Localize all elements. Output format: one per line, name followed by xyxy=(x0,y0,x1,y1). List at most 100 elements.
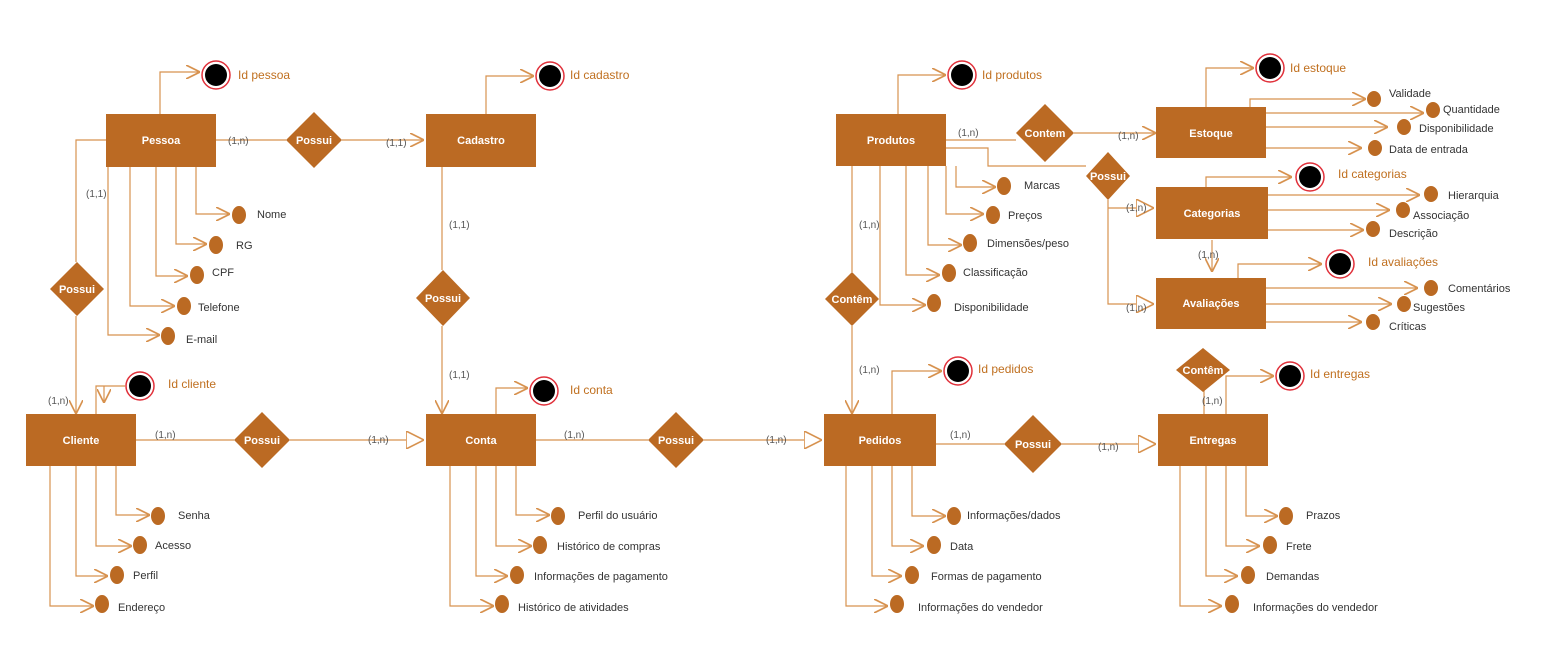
attribute-avaliacoes-comentarios[interactable]: Comentários xyxy=(1424,280,1511,296)
cardinality-label: (1,1) xyxy=(86,189,107,200)
attribute-categorias-hierarquia[interactable]: Hierarquia xyxy=(1424,186,1500,202)
attribute-pedidos-informacoes[interactable]: Informações/dados xyxy=(947,507,1061,525)
attribute-label: Nome xyxy=(257,209,286,221)
relationship-conta-pedidos-label: Possui xyxy=(658,435,694,447)
attribute-oval xyxy=(151,507,165,525)
relationship-produtos-estoque-label: Contem xyxy=(1025,128,1066,140)
entity-estoque[interactable]: Estoque xyxy=(1156,107,1266,158)
attribute-entregas-prazos[interactable]: Prazos xyxy=(1279,507,1341,525)
attribute-entregas-frete[interactable]: Frete xyxy=(1263,536,1312,554)
attribute-label: Hierarquia xyxy=(1448,190,1500,202)
relationship-produtos-side[interactable]: Possui xyxy=(1086,152,1130,200)
attribute-oval xyxy=(963,234,977,252)
attribute-label: Associação xyxy=(1413,210,1469,222)
entity-categorias-label: Categorias xyxy=(1184,208,1241,220)
attribute-cliente-endereco[interactable]: Endereço xyxy=(95,595,165,614)
attribute-oval xyxy=(232,206,246,224)
cardinality-label: (1,n) xyxy=(155,430,176,441)
attribute-label: Descrição xyxy=(1389,228,1438,240)
entity-pessoa[interactable]: Pessoa xyxy=(106,114,216,167)
entity-conta[interactable]: Conta xyxy=(426,414,536,466)
attribute-categorias-associacao[interactable]: Associação xyxy=(1396,202,1469,222)
attribute-produtos-precos[interactable]: Preços xyxy=(986,206,1043,224)
cardinality-label: (1,1) xyxy=(449,220,470,231)
relationship-cadastro-conta[interactable]: Possui xyxy=(416,270,470,326)
attribute-label: Sugestões xyxy=(1413,302,1465,314)
relationship-pedidos-entregas[interactable]: Possui xyxy=(1004,415,1062,473)
entity-pedidos[interactable]: Pedidos xyxy=(824,414,936,466)
attribute-produtos-disponibilidade[interactable]: Disponibilidade xyxy=(927,294,1029,314)
attribute-estoque-quantidade[interactable]: Quantidade xyxy=(1426,102,1500,118)
cardinality-label: (1,n) xyxy=(228,136,249,147)
attribute-estoque-validade[interactable]: Validade xyxy=(1367,88,1431,107)
entity-cadastro[interactable]: Cadastro xyxy=(426,114,536,167)
cardinality-label: (1,n) xyxy=(48,396,69,407)
attribute-categorias-descricao[interactable]: Descrição xyxy=(1366,221,1438,240)
attribute-conta-perfil-usuario[interactable]: Perfil do usuário xyxy=(551,507,658,525)
attribute-oval xyxy=(890,595,904,613)
attribute-label: Preços xyxy=(1008,210,1043,222)
attribute-label: Comentários xyxy=(1448,283,1511,295)
attribute-label: E-mail xyxy=(186,334,217,346)
key-entregas-label: Id entregas xyxy=(1310,367,1370,381)
entity-avaliacoes-label: Avaliações xyxy=(1182,298,1239,310)
attribute-oval xyxy=(533,536,547,554)
relationship-cliente-conta[interactable]: Possui xyxy=(234,412,290,468)
attribute-pessoa-telefone[interactable]: Telefone xyxy=(177,297,240,315)
entity-entregas[interactable]: Entregas xyxy=(1158,414,1268,466)
attribute-label: Validade xyxy=(1389,88,1431,100)
attribute-cliente-perfil[interactable]: Perfil xyxy=(110,566,158,584)
attribute-entregas-demandas[interactable]: Demandas xyxy=(1241,566,1320,584)
relationship-produtos-side-label: Possui xyxy=(1090,171,1126,183)
relationship-pessoa-cliente-label: Possui xyxy=(59,284,95,296)
attribute-pedidos-info-vendedor[interactable]: Informações do vendedor xyxy=(890,595,1043,614)
attribute-oval xyxy=(161,327,175,345)
entity-cliente-label: Cliente xyxy=(63,435,100,447)
relationship-pessoa-cadastro[interactable]: Possui xyxy=(286,112,342,168)
attribute-oval xyxy=(190,266,204,284)
attribute-avaliacoes-criticas[interactable]: Críticas xyxy=(1366,314,1427,333)
key-entregas: Id entregas xyxy=(1275,361,1370,391)
attribute-pedidos-formas-pagamento[interactable]: Formas de pagamento xyxy=(905,566,1042,584)
attribute-entregas-info-vendedor[interactable]: Informações do vendedor xyxy=(1225,595,1378,614)
entity-categorias[interactable]: Categorias xyxy=(1156,187,1268,239)
attribute-pessoa-nome[interactable]: Nome xyxy=(232,206,286,224)
attribute-estoque-disponibilidade[interactable]: Disponibilidade xyxy=(1397,119,1494,135)
attribute-pessoa-rg[interactable]: RG xyxy=(209,236,253,254)
cardinality-label: (1,n) xyxy=(1118,131,1139,142)
cardinality-label: (1,n) xyxy=(1098,442,1119,453)
attribute-conta-info-pagamento[interactable]: Informações de pagamento xyxy=(510,566,668,584)
entity-produtos[interactable]: Produtos xyxy=(836,114,946,166)
entity-avaliacoes[interactable]: Avaliações xyxy=(1156,278,1266,329)
attribute-produtos-marcas[interactable]: Marcas xyxy=(997,177,1061,195)
attribute-label: Data xyxy=(950,541,974,553)
attribute-label: Críticas xyxy=(1389,321,1427,333)
attribute-cliente-senha[interactable]: Senha xyxy=(151,507,211,525)
entity-cliente[interactable]: Cliente xyxy=(26,414,136,466)
cardinality-label: (1,n) xyxy=(564,430,585,441)
attribute-avaliacoes-sugestoes[interactable]: Sugestões xyxy=(1397,296,1465,314)
relationship-entregas-top[interactable]: Contêm xyxy=(1176,348,1230,392)
relationship-produtos-pedidos[interactable]: Contêm xyxy=(825,272,879,326)
attribute-conta-historico-compras[interactable]: Histórico de compras xyxy=(533,536,661,554)
attribute-produtos-dimensoes[interactable]: Dimensões/peso xyxy=(963,234,1069,252)
attribute-pessoa-cpf[interactable]: CPF xyxy=(190,266,234,284)
attribute-produtos-classificacao[interactable]: Classificação xyxy=(942,264,1028,282)
cardinality-label: (1,n) xyxy=(859,220,880,231)
attribute-pessoa-email[interactable]: E-mail xyxy=(161,327,217,346)
attribute-cliente-acesso[interactable]: Acesso xyxy=(133,536,191,554)
attribute-estoque-data-entrada[interactable]: Data de entrada xyxy=(1368,140,1469,156)
relationship-entregas-top-label: Contêm xyxy=(1183,365,1224,377)
cardinality-label: (1,n) xyxy=(368,435,389,446)
attribute-conta-historico-atividades[interactable]: Histórico de atividades xyxy=(495,595,629,614)
relationships: Possui Possui Possui Possui Possui Conte… xyxy=(50,104,1230,473)
attribute-oval xyxy=(1396,202,1410,218)
relationship-pessoa-cliente[interactable]: Possui xyxy=(50,262,104,316)
cardinality-label: (1,n) xyxy=(958,128,979,139)
attribute-oval xyxy=(942,264,956,282)
attribute-pedidos-data[interactable]: Data xyxy=(927,536,974,554)
relationship-conta-pedidos[interactable]: Possui xyxy=(648,412,704,468)
relationship-produtos-estoque[interactable]: Contem xyxy=(1016,104,1074,162)
attribute-oval xyxy=(177,297,191,315)
attribute-oval xyxy=(551,507,565,525)
